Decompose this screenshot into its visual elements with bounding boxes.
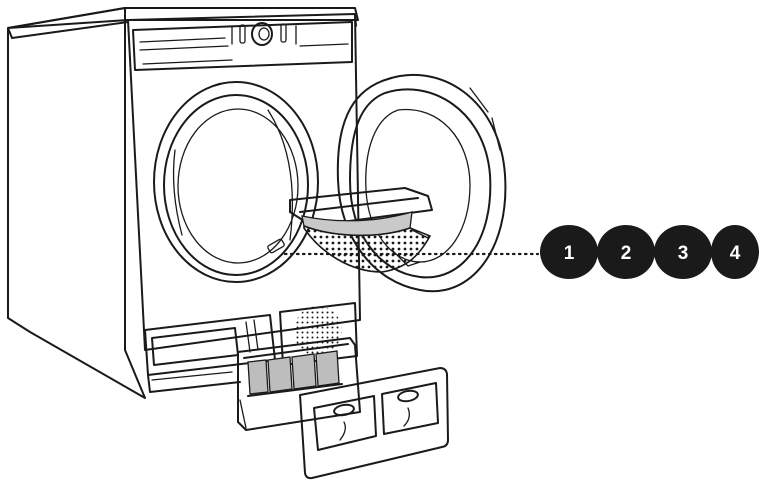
door-filter[interactable] <box>290 188 432 272</box>
callout-label-3: 3 <box>678 243 689 264</box>
door-opening <box>154 82 318 282</box>
hatch-latch-left[interactable] <box>333 403 354 416</box>
control-panel <box>133 22 352 70</box>
callout-badge-1: 1 <box>540 225 598 279</box>
hatch-latch-right[interactable] <box>397 389 418 402</box>
program-knob[interactable] <box>252 23 272 45</box>
callout-badge-3: 3 <box>654 225 712 279</box>
callout-label-2: 2 <box>621 243 632 264</box>
callout-badge-2: 2 <box>597 225 655 279</box>
callout-badge-4: 4 <box>711 225 759 279</box>
callout-label-4: 4 <box>730 243 741 264</box>
callout-label-1: 1 <box>564 243 575 264</box>
